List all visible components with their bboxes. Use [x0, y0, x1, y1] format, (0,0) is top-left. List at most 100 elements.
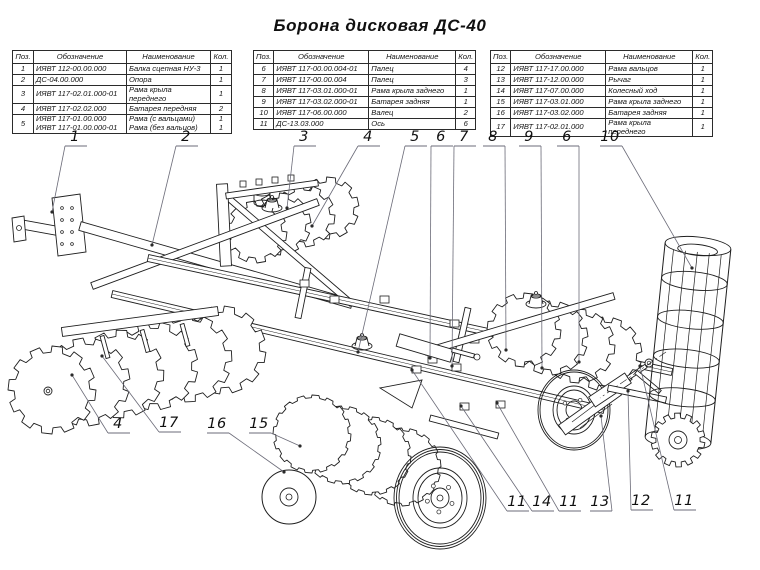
leader-line: [429, 145, 432, 359]
callout-1: 1: [70, 129, 80, 145]
hitch-bracket: [51, 193, 87, 257]
callout-6: 6: [562, 129, 572, 145]
bracket-hole: [60, 218, 64, 222]
mount-block: [379, 295, 390, 304]
callout-5: 5: [410, 129, 420, 145]
rear-tire: [539, 371, 609, 449]
frame-beam: [606, 384, 668, 404]
leader-dot: [310, 224, 314, 228]
leader-line: [496, 402, 560, 512]
roller-ring: [653, 348, 720, 369]
line: [710, 249, 732, 444]
table-cell: 6: [455, 118, 477, 130]
leader-line: [151, 145, 177, 246]
front-tire: [417, 472, 463, 524]
mount-block: [299, 279, 310, 288]
lug-bolt: [449, 501, 455, 506]
table-cell: Рама крыла заднего: [605, 96, 694, 108]
leader-dot: [428, 356, 432, 360]
callout-12: 12: [631, 493, 651, 509]
leader-line: [451, 145, 455, 367]
leader-dot: [495, 401, 499, 405]
gusset-plate: [378, 379, 423, 409]
callout-2: 2: [181, 129, 191, 145]
leader-dot: [599, 414, 603, 418]
table-cell: 11: [252, 118, 275, 130]
leader-dot: [690, 266, 694, 270]
frame-beam: [225, 179, 319, 200]
lug-bolt: [436, 509, 442, 515]
leader-dot: [298, 444, 302, 448]
callout-6: 6: [436, 129, 446, 145]
roller-ring: [649, 387, 716, 408]
table-cell: 1: [692, 117, 714, 138]
hub-cap: [436, 494, 444, 502]
disc-harrow-illustration: [7, 174, 732, 550]
leader-dot: [356, 350, 360, 354]
leader-lines: [50, 145, 696, 512]
lug-bolt: [578, 397, 583, 403]
table-cell: 15: [489, 96, 512, 108]
line: [678, 251, 698, 435]
callout-7: 7: [459, 129, 469, 145]
frame-beam: [428, 414, 500, 440]
front-tire: [393, 446, 487, 550]
crenellation: [239, 180, 247, 188]
callout-10: 10: [600, 129, 620, 145]
frame-beam: [99, 335, 111, 359]
lug-bolt: [562, 401, 568, 406]
leader-dot: [638, 364, 642, 368]
bracket-hole: [70, 242, 74, 246]
table-cell: ИЯВТ 117-02.01.000: [510, 117, 607, 138]
roller-ring: [661, 270, 728, 291]
table-cell: 1: [210, 84, 232, 105]
frame-beam: [179, 323, 191, 347]
mount-block: [449, 319, 460, 328]
mount-block: [451, 363, 462, 372]
lug-bolt: [430, 483, 436, 489]
callout-9: 9: [524, 129, 534, 145]
leader-line: [71, 374, 109, 434]
mount-block: [495, 400, 506, 409]
callout-4: 4: [113, 416, 123, 432]
disc-blade: [272, 394, 352, 474]
table-cell: Рама крыла переднего: [126, 84, 211, 105]
leader-dot: [504, 348, 508, 352]
front-tire: [412, 467, 468, 529]
leader-line: [228, 432, 285, 473]
roller-cap: [677, 243, 718, 257]
leader-line: [627, 390, 632, 511]
clevis-pin: [646, 360, 652, 366]
bolt: [270, 195, 274, 199]
leader-line: [357, 145, 406, 353]
table-cell: Батарея передняя: [126, 103, 211, 116]
clevis: [473, 353, 481, 361]
axle-nut: [45, 388, 51, 394]
callout-17: 17: [159, 415, 179, 431]
callout-4: 4: [363, 129, 373, 145]
table-cell: ИЯВТ 117-01.00.000 ИЯВТ 117-01.00.000-01: [33, 114, 127, 134]
bracket-hole: [70, 206, 74, 210]
table-cell: Ось: [368, 118, 457, 130]
callout-16: 16: [207, 416, 227, 432]
table-cell: Балка сцепная НУ-3: [126, 63, 211, 75]
table-cell: 1 1: [210, 114, 232, 134]
line: [702, 254, 722, 437]
line: [579, 403, 613, 429]
leader-line: [286, 145, 295, 209]
line: [644, 242, 666, 437]
leader-line: [600, 415, 613, 512]
roller-ring: [657, 309, 724, 330]
line: [690, 253, 710, 436]
leader-line: [460, 405, 533, 512]
